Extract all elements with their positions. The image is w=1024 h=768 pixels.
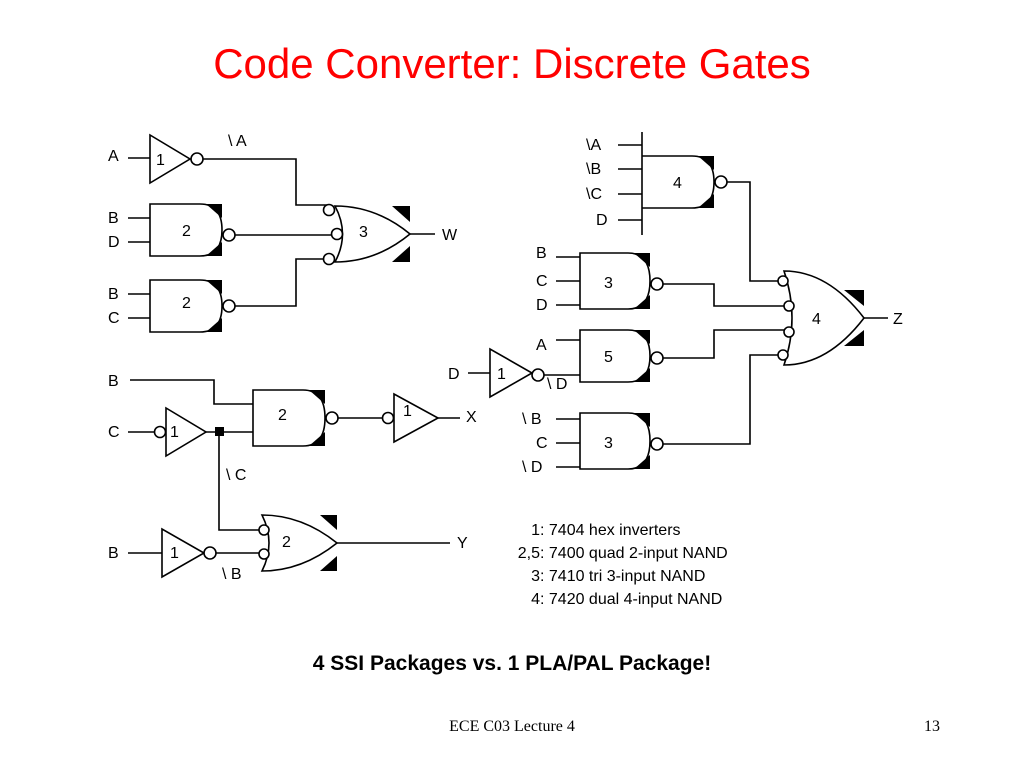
nand-x-number: 2 <box>278 407 287 424</box>
legend-key: 4 <box>531 591 540 608</box>
nand-bd-number: 2 <box>182 223 191 240</box>
subtitle: 4 SSI Packages vs. 1 PLA/PAL Package! <box>312 652 712 675</box>
inverter-c: 1 <box>128 406 208 458</box>
label-z-na: \A <box>586 137 601 154</box>
label-b-y: B <box>108 545 119 562</box>
inverter-b: 1 <box>128 527 217 579</box>
or-gate-z-number: 4 <box>812 311 821 328</box>
label-not-c: \ C <box>226 467 246 484</box>
label-w-out: W <box>442 227 458 244</box>
label-y-out: Y <box>457 535 468 552</box>
or-gate-w: 3 <box>322 203 412 266</box>
label-z-nd3: \ D <box>522 459 542 476</box>
or-gate-z: 4 <box>777 270 866 366</box>
nand3-bcd: 3 <box>556 252 664 310</box>
nand-ad: 5 <box>556 329 664 383</box>
legend-item: 2,5: 7400 quad 2-input NAND <box>500 545 728 563</box>
junction-dot <box>215 427 224 436</box>
label-c-x: C <box>108 424 120 441</box>
label-b-x: B <box>108 373 119 390</box>
nand-bc-number: 2 <box>182 295 191 312</box>
label-not-d: \ D <box>547 376 567 393</box>
nand-x: 2 <box>252 389 339 447</box>
inverter-d-number: 1 <box>497 366 506 383</box>
nand4-top-number: 4 <box>673 175 682 192</box>
legend-item: 4: 7420 dual 4-input NAND <box>500 591 722 609</box>
label-d-w1: D <box>108 234 120 251</box>
inverter-d: 1 <box>468 347 545 399</box>
label-z-d1: D <box>536 297 548 314</box>
legend-text: 7420 dual 4-input NAND <box>548 591 723 608</box>
legend-key: 1 <box>531 522 540 539</box>
inverter-b-number: 1 <box>170 545 179 562</box>
legend-key: 3 <box>531 568 540 585</box>
legend-key: 2,5 <box>517 545 540 562</box>
nand-ad-number: 5 <box>604 349 613 366</box>
label-z-b1: B <box>536 245 547 262</box>
label-z-nb: \B <box>586 161 601 178</box>
label-c-w2: C <box>108 310 120 327</box>
inverter-a: 1 <box>128 133 204 185</box>
inverter-x: 1 <box>381 392 440 444</box>
legend-item: 1: 7404 hex inverters <box>500 522 681 540</box>
legend-item: 3: 7410 tri 3-input NAND <box>500 568 705 586</box>
label-x-out: X <box>466 409 477 426</box>
label-a-in: A <box>108 148 119 165</box>
legend-text: 7404 hex inverters <box>548 522 681 539</box>
label-z-nc: \C <box>586 186 602 203</box>
label-z-nb3: \ B <box>522 411 542 428</box>
inverter-x-number: 1 <box>403 403 412 420</box>
label-z-out: Z <box>893 311 903 328</box>
nand-bc: 2 <box>128 279 236 333</box>
nand-bd: 2 <box>128 203 236 257</box>
label-z-d2: D <box>448 366 460 383</box>
label-not-b: \ B <box>222 566 242 583</box>
inverter-a-number: 1 <box>156 152 165 169</box>
or-gate-w-number: 3 <box>359 224 368 241</box>
nand3-bcd2-number: 3 <box>604 435 613 452</box>
footer: ECE C03 Lecture 4 <box>449 718 575 735</box>
legend-text: 7410 tri 3-input NAND <box>548 568 706 585</box>
slide-title: Code Converter: Discrete Gates <box>213 40 811 87</box>
inverter-c-number: 1 <box>170 424 179 441</box>
label-z-c1: C <box>536 273 548 290</box>
or-gate-y-number: 2 <box>282 534 291 551</box>
nand4-top: 4 <box>618 132 728 235</box>
label-z-a2: A <box>536 337 547 354</box>
legend-text: 7400 quad 2-input NAND <box>548 545 728 562</box>
label-b-w2: B <box>108 286 119 303</box>
nand3-bcd2: 3 <box>556 412 664 470</box>
page-number: 13 <box>924 718 940 735</box>
or-gate-y: 2 <box>258 514 339 572</box>
label-z-c3: C <box>536 435 548 452</box>
label-z-d: D <box>596 212 608 229</box>
label-not-a: \ A <box>228 133 247 150</box>
label-b-w1: B <box>108 210 119 227</box>
nand3-bcd-number: 3 <box>604 275 613 292</box>
